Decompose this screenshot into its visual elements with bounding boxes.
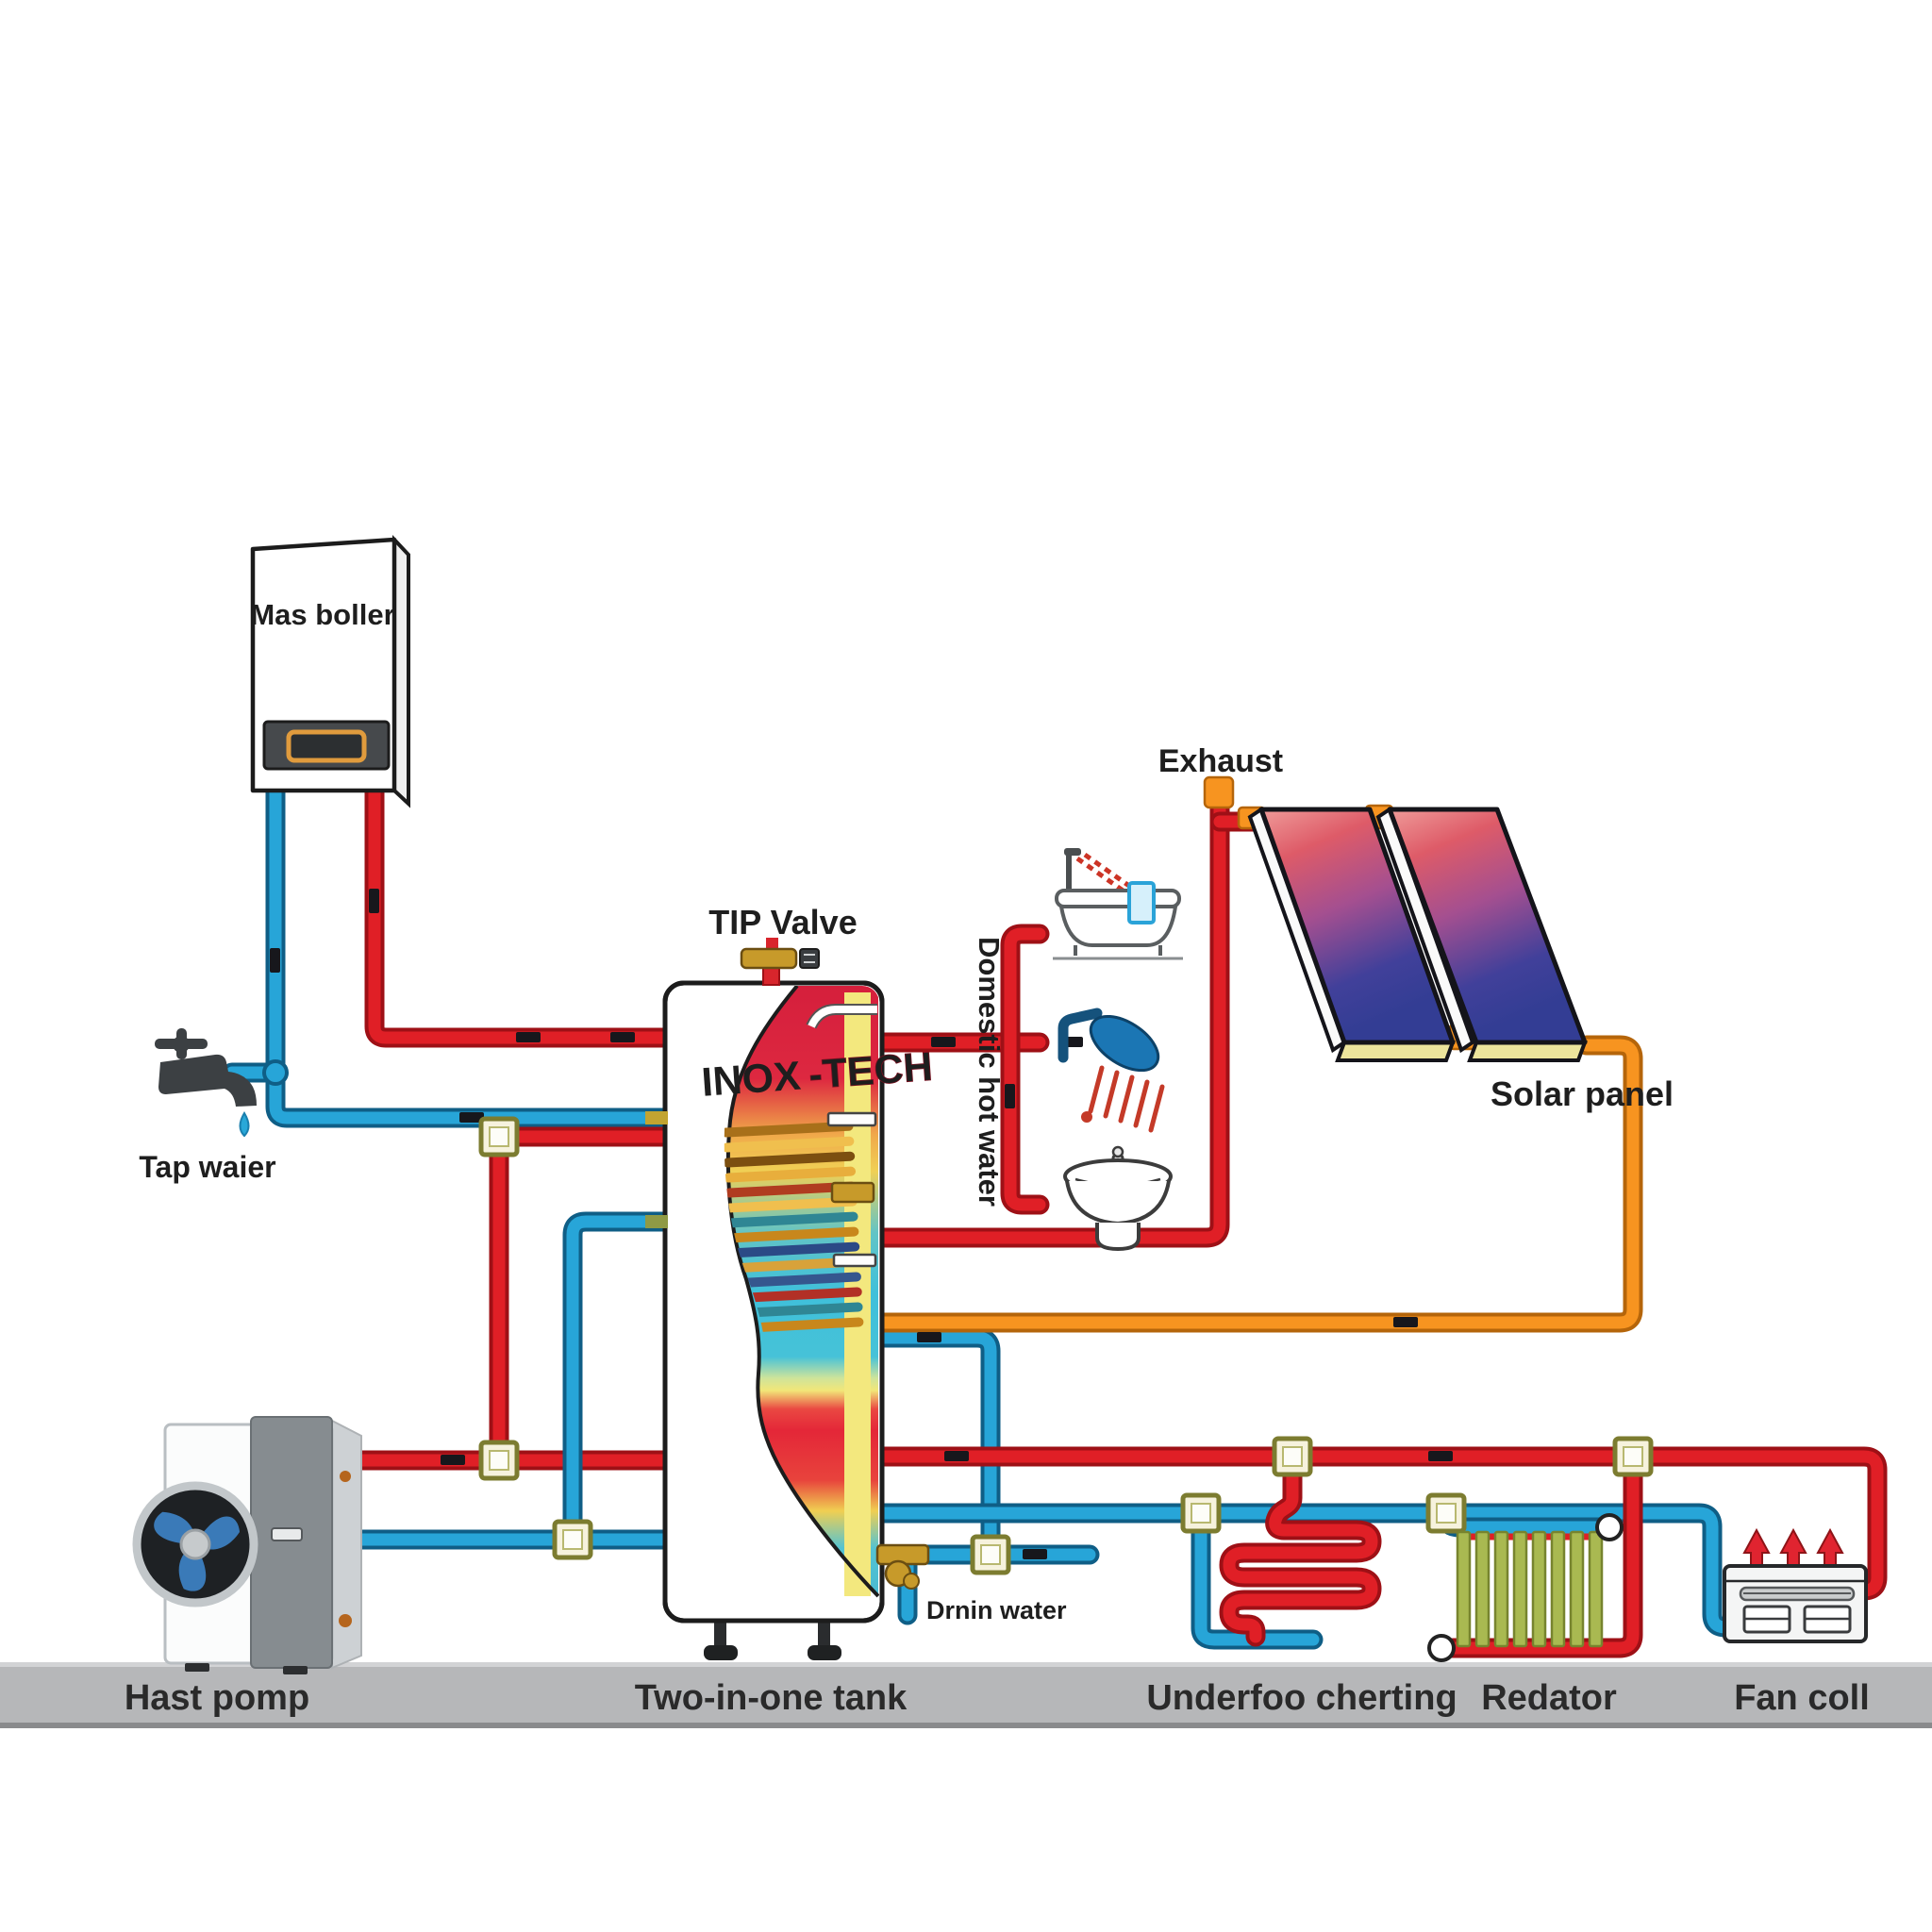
radiator-vent-top	[1595, 1513, 1624, 1541]
fan-icon	[132, 1481, 258, 1607]
faucet-icon	[155, 1028, 257, 1107]
underfloor-caption: Underfoo cherting	[1146, 1678, 1457, 1718]
radiator-vent-bottom	[1427, 1634, 1456, 1662]
heat-exchanger-coil	[721, 1121, 864, 1334]
tank-brand-tech: -TECH	[808, 1044, 934, 1098]
tap-water-label: Tap waier	[139, 1150, 275, 1184]
exhaust-cap-icon	[1203, 775, 1235, 809]
sink-icon	[1063, 1145, 1173, 1252]
cold-pipe-riser-left	[573, 1222, 669, 1547]
dhw-fixtures: Domestic hot water	[973, 848, 1183, 1252]
radiator-caption: Redator	[1481, 1678, 1617, 1718]
cold-pipe-tap-to-tank	[232, 781, 669, 1118]
hot-pipe-dhw-riser	[1010, 934, 1040, 1205]
exhaust-label: Exhaust	[1158, 743, 1283, 779]
radiator	[1427, 1513, 1624, 1662]
tip-valve-label: TIP Valve	[708, 903, 857, 941]
drain-valve-icon	[875, 1543, 930, 1590]
solar-panel-label: Solar panel	[1491, 1074, 1674, 1113]
storage-tank: INOX -TECH TIP Valve Drnin water	[645, 903, 1067, 1660]
heat-pump-caption: Hast pomp	[125, 1678, 309, 1718]
junction-fittings	[478, 1116, 1654, 1575]
hot-pipe-riser-left	[499, 1137, 669, 1455]
gas-boiler: Mas boller	[250, 534, 410, 808]
dhw-label: Domestic hot water	[973, 937, 1006, 1207]
boiler-label: Mas boller	[250, 598, 394, 631]
fan-coil-caption: Fan coll	[1734, 1678, 1870, 1718]
tap-water: Tap waier	[139, 1028, 276, 1184]
fan-coil	[1723, 1527, 1868, 1643]
solar-panel-1	[1247, 806, 1456, 1062]
tank-caption: Two-in-one tank	[635, 1678, 908, 1718]
bathtub-icon	[1053, 848, 1183, 960]
tp-valve-icon	[740, 938, 820, 986]
water-drop-icon	[239, 1111, 250, 1138]
hot-pipe-boiler-to-tank	[375, 781, 669, 1038]
floor-captions: Hast pomp Two-in-one tank Underfoo chert…	[125, 1678, 1870, 1718]
shower-icon	[1058, 1008, 1165, 1133]
pipe-network	[232, 781, 1877, 1648]
heat-pump	[132, 1416, 362, 1674]
tank-brand-inox: INOX	[700, 1054, 803, 1106]
underfloor-loop	[1201, 1463, 1372, 1640]
solar-panels: Exhaust Solar panel	[1158, 743, 1674, 1113]
floor-band	[0, 1662, 1932, 1728]
drain-water-label: Drnin water	[926, 1596, 1067, 1624]
flow-ticks	[270, 889, 1453, 1559]
solar-panel-2	[1375, 806, 1588, 1062]
